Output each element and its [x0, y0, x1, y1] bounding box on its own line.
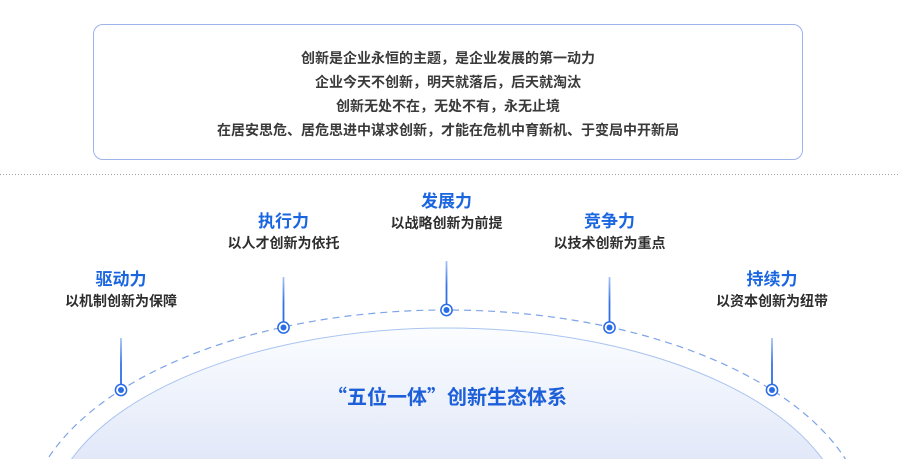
connector-lines: [120, 261, 773, 390]
force-title: 发展力: [421, 187, 472, 212]
dotted-separator: [0, 174, 900, 175]
force-competitive: 竞争力 以技术创新为重点: [554, 211, 666, 251]
force-subtitle: 以人才创新为依托: [227, 233, 340, 253]
force-subtitle: 以技术创新为重点: [553, 233, 666, 253]
quote-line: 创新无处不在，无处不有，永无止境: [336, 95, 560, 116]
quote-line: 企业今天不创新，明天就落后，后天就淘汰: [315, 71, 581, 92]
force-title: 执行力: [258, 207, 309, 232]
quote-box: 创新是企业永恒的主题，是企业发展的第一动力 企业今天不创新，明天就落后，后天就淘…: [93, 24, 803, 160]
quote-line: 在居安思危、居危思进中谋求创新，才能在危机中育新机、于变局中开新局: [217, 119, 679, 140]
force-subtitle: 以战略创新为前提: [390, 213, 503, 233]
force-driving: 驱动力 以机制创新为保障: [65, 269, 177, 309]
force-title: 驱动力: [95, 265, 147, 290]
dome-ellipse: [71, 327, 823, 459]
force-title: 竞争力: [584, 207, 635, 232]
force-execution: 执行力 以人才创新为依托: [228, 211, 340, 251]
force-subtitle: 以机制创新为保障: [65, 291, 177, 311]
force-title: 持续力: [746, 265, 798, 290]
force-sustaining: 持续力 以资本创新为纽带: [716, 269, 828, 309]
dome-title: “五位一体”创新生态体系: [327, 381, 567, 410]
connector-dots: [114, 303, 779, 397]
force-subtitle: 以资本创新为纽带: [716, 291, 828, 311]
force-development: 发展力 以战略创新为前提: [391, 191, 503, 231]
quote-line: 创新是企业永恒的主题，是企业发展的第一动力: [301, 47, 595, 68]
